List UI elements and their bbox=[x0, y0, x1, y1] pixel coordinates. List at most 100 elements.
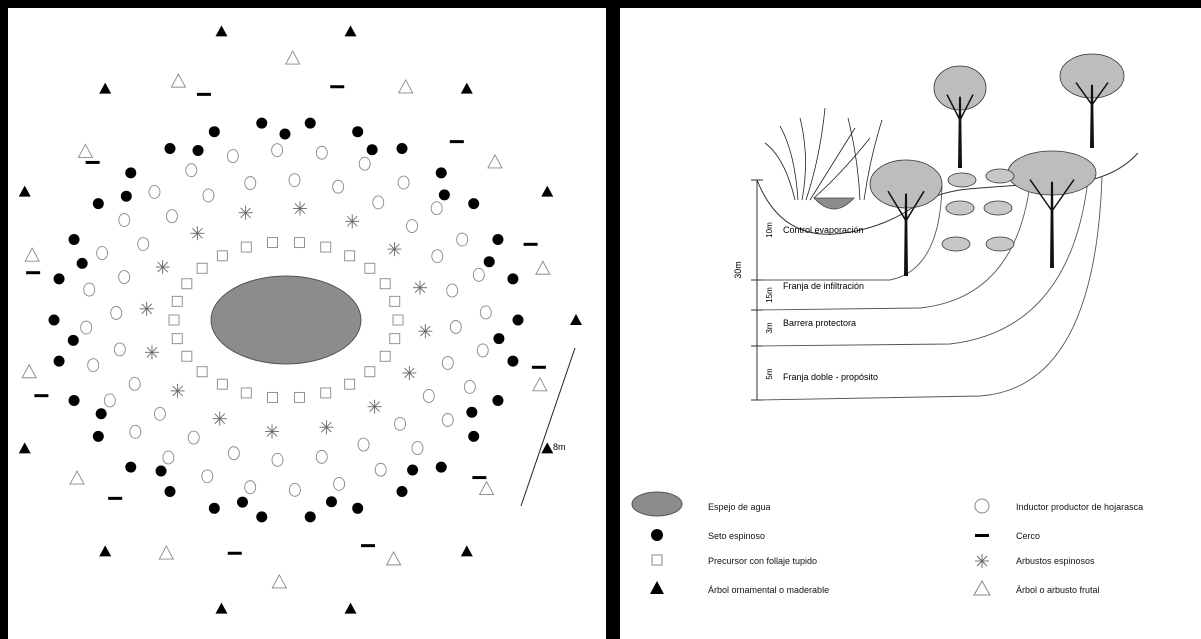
filled-circle bbox=[304, 511, 316, 523]
legend-item-filled-circle: Seto espinoso bbox=[651, 529, 765, 541]
asterisk bbox=[387, 242, 402, 257]
legend-label: Inductor productor de hojarasca bbox=[1016, 502, 1143, 512]
filled-circle bbox=[92, 198, 104, 210]
total-width-label: 30m bbox=[733, 261, 743, 279]
open-triangle bbox=[535, 260, 551, 275]
open-circle bbox=[202, 188, 215, 203]
filled-circle bbox=[67, 334, 79, 346]
filled-circle bbox=[468, 430, 480, 442]
open-circle bbox=[456, 232, 469, 247]
open-circle bbox=[129, 424, 142, 439]
filled-circle bbox=[507, 273, 519, 285]
filled-triangle bbox=[18, 185, 31, 197]
filled-triangle bbox=[215, 602, 228, 614]
open-triangle-symbol bbox=[973, 579, 991, 596]
profile-panel: 30m 10m 15m 3m 5m Control evaporación Fr… bbox=[620, 8, 1201, 438]
fence-dash bbox=[227, 551, 242, 555]
open-circle bbox=[288, 173, 301, 188]
filled-triangle bbox=[344, 602, 357, 614]
open-circle bbox=[406, 219, 419, 234]
open-square bbox=[294, 391, 305, 403]
open-circle bbox=[103, 393, 116, 408]
asterisk bbox=[345, 214, 360, 229]
open-circle bbox=[357, 437, 370, 452]
asterisk bbox=[190, 226, 205, 241]
filled-circle bbox=[53, 273, 65, 285]
open-circle bbox=[87, 358, 100, 373]
water-mirror-pond bbox=[210, 275, 362, 365]
open-triangle bbox=[170, 73, 187, 88]
open-circle bbox=[244, 176, 257, 191]
zone-width-2: 15m bbox=[765, 287, 774, 303]
open-circle bbox=[449, 320, 462, 334]
open-circle bbox=[441, 355, 454, 370]
asterisk bbox=[170, 383, 185, 398]
filled-circle bbox=[192, 144, 204, 156]
open-circle bbox=[148, 184, 161, 199]
filled-triangle bbox=[215, 25, 228, 37]
filled-circle bbox=[120, 190, 132, 202]
filled-circle bbox=[396, 143, 408, 155]
open-square bbox=[171, 295, 183, 307]
open-circle bbox=[185, 163, 198, 178]
open-circle bbox=[83, 282, 96, 297]
open-square bbox=[240, 387, 252, 399]
open-square bbox=[181, 350, 193, 362]
tree bbox=[1059, 53, 1125, 148]
zone-label-2: Franja de infiltración bbox=[783, 281, 864, 291]
filled-circle bbox=[352, 126, 364, 138]
asterisk bbox=[144, 345, 159, 360]
open-square bbox=[379, 350, 391, 362]
legend-item-open-circle: Inductor productor de hojarasca bbox=[974, 498, 1143, 514]
filled-triangle bbox=[541, 442, 554, 454]
filled-circle bbox=[438, 189, 450, 201]
filled-circle bbox=[466, 406, 478, 418]
legend-label: Árbol ornamental o maderable bbox=[708, 585, 829, 595]
water-mirror-symbol bbox=[631, 491, 683, 517]
filled-circle-symbol bbox=[651, 529, 663, 541]
filled-circle bbox=[48, 314, 60, 326]
reeds-illustration bbox=[764, 107, 883, 201]
asterisk bbox=[402, 365, 417, 380]
open-circle bbox=[333, 476, 346, 491]
filled-circle bbox=[208, 126, 220, 138]
filled-triangle bbox=[460, 545, 473, 557]
open-circle bbox=[201, 469, 214, 484]
filled-circle bbox=[279, 128, 291, 140]
open-circle bbox=[394, 416, 407, 431]
legend-label: Arbustos espinosos bbox=[1016, 556, 1095, 566]
open-circle bbox=[476, 343, 489, 358]
open-square bbox=[181, 278, 193, 290]
asterisk bbox=[367, 399, 382, 414]
dash-symbol bbox=[975, 534, 989, 537]
legend-item-water-mirror: Espejo de agua bbox=[631, 491, 771, 517]
asterisk-symbol bbox=[975, 554, 989, 568]
legend-item-asterisk: Arbustos espinosos bbox=[975, 554, 1095, 568]
open-circle-symbol bbox=[974, 498, 990, 514]
open-circle bbox=[315, 449, 328, 464]
legend-item-filled-triangle: Árbol ornamental o maderable bbox=[650, 581, 829, 595]
legend-label: Árbol o arbusto frutal bbox=[1016, 585, 1100, 595]
open-square bbox=[364, 366, 376, 378]
filled-circle bbox=[236, 496, 248, 508]
plan-symbols bbox=[18, 25, 582, 614]
filled-circle bbox=[208, 502, 220, 514]
open-circle bbox=[463, 379, 476, 394]
fence-dash bbox=[449, 140, 464, 144]
open-circle bbox=[358, 156, 371, 171]
profile-section: 30m 10m 15m 3m 5m Control evaporación Fr… bbox=[733, 53, 1139, 401]
shrub bbox=[941, 236, 971, 252]
legend-label: Cerco bbox=[1016, 531, 1040, 541]
open-circle bbox=[96, 246, 109, 261]
shrub bbox=[945, 200, 975, 216]
shrub bbox=[947, 172, 977, 188]
open-circle bbox=[430, 201, 443, 216]
zone-label-3: Barrera protectora bbox=[783, 318, 856, 328]
filled-circle bbox=[407, 464, 419, 476]
asterisk bbox=[319, 420, 334, 435]
filled-triangle bbox=[460, 82, 473, 94]
filled-circle bbox=[76, 257, 88, 269]
filled-circle bbox=[68, 395, 80, 407]
filled-circle bbox=[512, 314, 524, 326]
filled-circle bbox=[325, 496, 337, 508]
